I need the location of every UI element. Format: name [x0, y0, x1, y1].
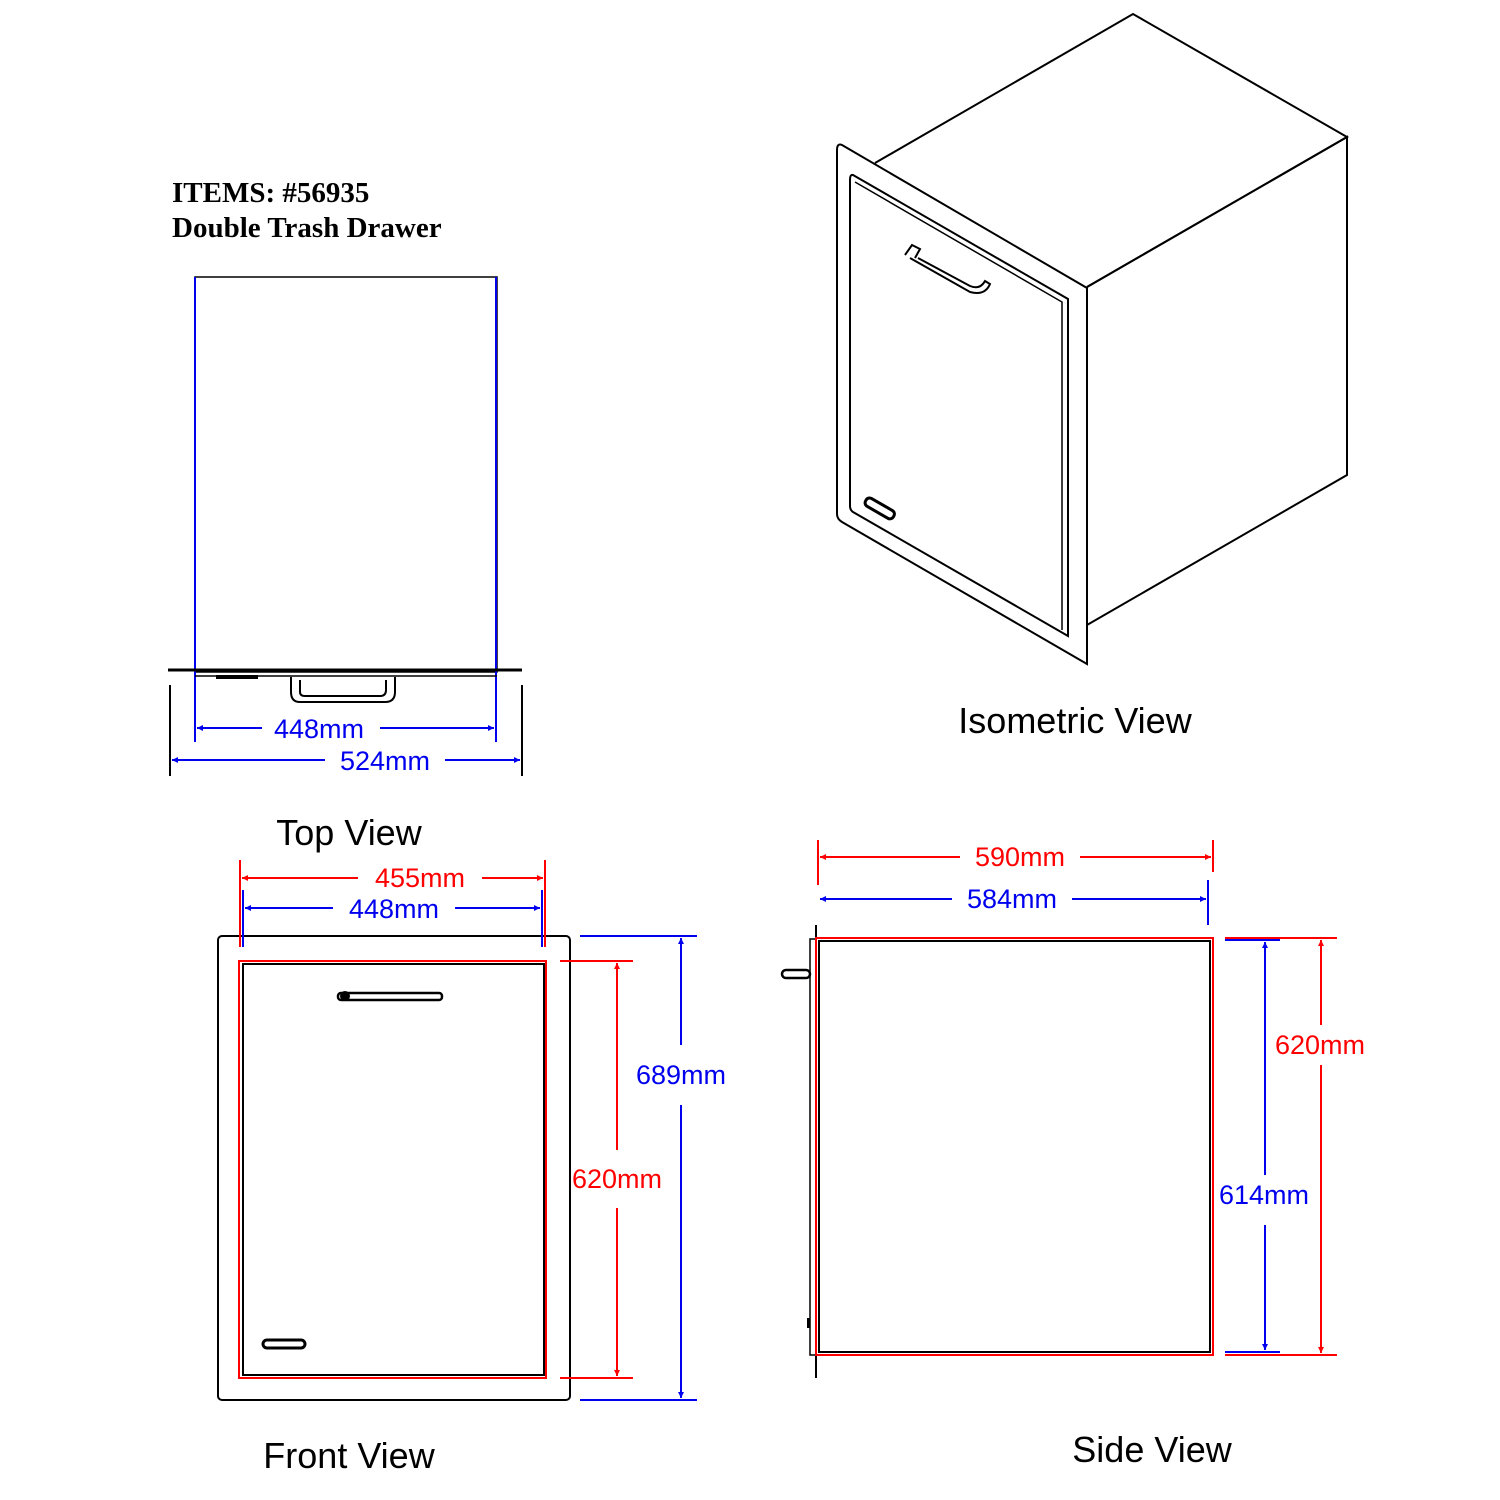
dim-side-depth-outer: 590mm	[975, 842, 1065, 872]
side-view-label: Side View	[1072, 1429, 1232, 1470]
top-view-label: Top View	[276, 812, 422, 853]
top-view-body	[194, 276, 498, 673]
plate-icon	[863, 496, 896, 521]
dim-front-width-inner: 448mm	[349, 894, 439, 924]
side-body-outline	[815, 937, 1214, 1356]
dim-side-height-inner: 614mm	[1219, 1180, 1309, 1210]
side-view: 590mm 584mm 620mm 614mm Side View	[780, 840, 1365, 1470]
dim-side-depth-inner: 584mm	[967, 884, 1057, 914]
item-name: Double Trash Drawer	[172, 212, 442, 244]
handle-icon	[336, 991, 444, 1002]
item-title: ITEMS: #56935 Double Trash Drawer	[172, 177, 442, 244]
plate-icon	[261, 1338, 307, 1350]
dim-side-height-outer: 620mm	[1275, 1030, 1365, 1060]
handle-icon	[780, 968, 812, 980]
dim-front-width-outer: 455mm	[375, 863, 465, 893]
item-number: ITEMS: #56935	[172, 177, 369, 209]
top-view: 448mm 524mm Top View	[168, 276, 523, 853]
front-door-outline	[238, 960, 547, 1379]
dim-top-inner: 448mm	[274, 714, 364, 744]
dim-front-height-door: 620mm	[572, 1164, 662, 1194]
isometric-view-label: Isometric View	[958, 700, 1192, 741]
handle-icon	[290, 677, 396, 703]
front-frame	[217, 935, 571, 1401]
isometric-view: Isometric View	[836, 12, 1350, 741]
dim-front-height-frame: 689mm	[636, 1060, 726, 1090]
front-view: 455mm 448mm 620mm 689mm Front View	[217, 860, 726, 1476]
dim-top-outer: 524mm	[340, 746, 430, 776]
handle-icon	[904, 243, 992, 294]
front-view-label: Front View	[263, 1435, 435, 1476]
